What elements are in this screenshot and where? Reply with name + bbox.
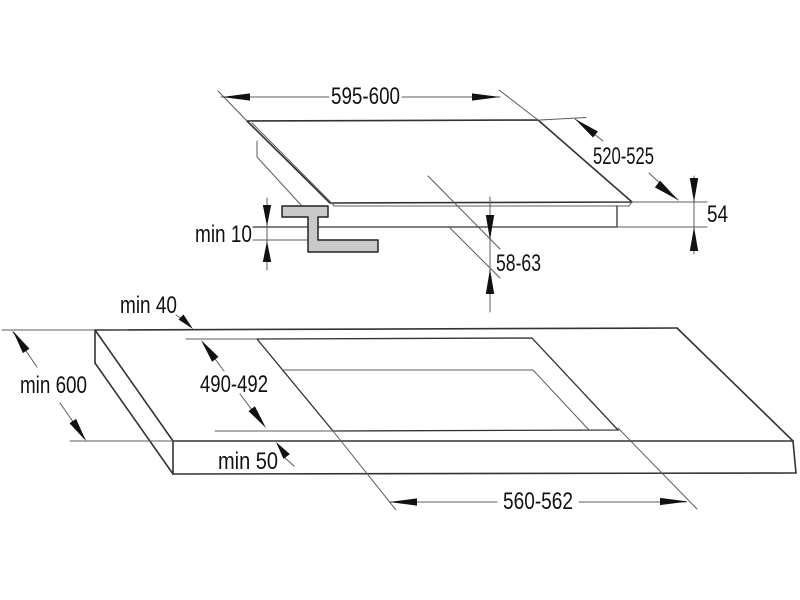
dim-cutout-depth-arrow-bottom xyxy=(248,406,266,428)
dim-clearance-below: min 10 xyxy=(195,197,272,271)
dim-cutout-depth-label: 490-492 xyxy=(200,371,268,398)
cooktop-top-view: 595-600 520-525 54 58-63 xyxy=(195,83,728,313)
dim-back-distance-arrow xyxy=(178,314,193,329)
dim-cutout-depth: 490-492 xyxy=(200,340,268,428)
dim-height-arrow-top xyxy=(689,178,699,202)
dim-worktop-depth-arrow-bottom xyxy=(69,418,86,441)
body-left-step xyxy=(256,140,302,206)
dim-cutout-width-label: 560-562 xyxy=(503,488,573,515)
glass-corner-line xyxy=(628,201,633,207)
dim-worktop-depth: min 600 xyxy=(12,331,87,441)
dim-depth: 520-525 xyxy=(539,117,679,201)
cutout-inner-edge xyxy=(282,369,590,431)
dim-worktop-depth-label: min 600 xyxy=(20,372,87,399)
dim-cutout-width-arrow-left xyxy=(389,498,417,506)
dim-width-arrow-left xyxy=(222,93,250,101)
dim-clearance-arrow-bottom xyxy=(262,241,272,262)
dim-width-label: 595-600 xyxy=(331,83,400,110)
dim-depth-label: 520-525 xyxy=(593,143,654,170)
dim-front-distance-arrow xyxy=(276,442,290,459)
dim-depth-arrow-top xyxy=(575,119,598,138)
cutout-left-extension xyxy=(332,430,397,511)
cutout-right-extension xyxy=(617,427,698,510)
dim-builtin-arrow-top xyxy=(485,215,495,240)
dim-clearance-below-label: min 10 xyxy=(195,221,252,248)
dim-depth-arrow-bottom xyxy=(654,180,678,200)
dim-clearance-arrow-top xyxy=(262,205,272,226)
dim-cutout-depth-arrow-top xyxy=(201,340,219,362)
dim-builtin-arrow-bottom xyxy=(485,269,495,294)
dim-back-distance: min 40 xyxy=(120,292,193,329)
mounting-bracket xyxy=(281,205,379,253)
worktop-cutout-view: min 600 min 40 490-492 min 50 560-562 xyxy=(1,292,797,515)
dim-width: 595-600 xyxy=(217,83,539,122)
dim-width-arrow-right xyxy=(472,93,500,101)
dim-height-arrow-bottom xyxy=(689,227,699,251)
dim-built-in-depth: 58-63 xyxy=(427,175,541,313)
dim-cutout-width-arrow-right xyxy=(660,497,688,506)
worktop-slab xyxy=(94,327,797,475)
glass-edge-line xyxy=(251,122,335,206)
dim-worktop-depth-arrow-top xyxy=(13,331,30,354)
dim-built-in-depth-label: 58-63 xyxy=(496,250,541,277)
cutout-opening xyxy=(255,337,620,432)
dim-cutout-width: 560-562 xyxy=(389,488,688,515)
dim-front-distance: min 50 xyxy=(218,442,295,475)
dim-total-height: 54 xyxy=(689,175,728,255)
dim-back-distance-label: min 40 xyxy=(120,292,177,319)
dim-front-distance-label: min 50 xyxy=(218,448,278,475)
glass-panel xyxy=(246,119,633,204)
dim-total-height-label: 54 xyxy=(707,201,728,228)
